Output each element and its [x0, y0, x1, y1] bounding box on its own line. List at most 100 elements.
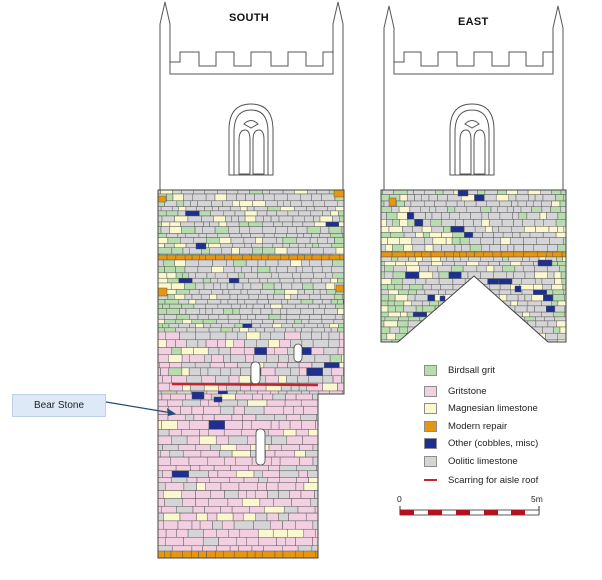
stone	[276, 537, 287, 547]
stone	[271, 435, 288, 445]
stone	[208, 498, 229, 507]
stone	[188, 456, 209, 466]
stone	[167, 414, 186, 421]
stone	[190, 200, 198, 207]
stone	[230, 367, 241, 377]
stone	[480, 237, 494, 245]
stone	[534, 305, 547, 313]
stone	[559, 326, 566, 334]
stone	[526, 200, 534, 207]
stone	[303, 528, 316, 538]
stone	[195, 498, 209, 507]
stone	[195, 490, 212, 499]
stone	[444, 316, 457, 322]
stone	[493, 265, 503, 273]
stone	[201, 215, 214, 223]
stone	[192, 193, 207, 202]
stone	[390, 278, 403, 285]
stone	[470, 332, 479, 341]
stone	[548, 226, 558, 233]
stone	[516, 332, 529, 341]
stone	[437, 194, 448, 202]
stone	[262, 470, 280, 478]
stone	[199, 210, 211, 217]
stone	[238, 215, 246, 223]
stone	[527, 190, 541, 195]
stone	[304, 289, 314, 295]
stone	[415, 305, 424, 313]
stone	[488, 219, 503, 227]
stone	[228, 435, 249, 445]
stone	[185, 259, 200, 267]
stone	[177, 210, 186, 217]
stone	[174, 294, 186, 300]
stone	[551, 200, 561, 207]
stone	[266, 347, 275, 356]
stone	[416, 289, 426, 295]
stone	[301, 200, 314, 207]
stone	[510, 300, 518, 307]
stone	[547, 320, 558, 328]
stone	[203, 221, 210, 227]
stone	[247, 289, 261, 295]
stone	[220, 393, 236, 401]
stone	[283, 405, 295, 415]
stone	[185, 414, 195, 421]
stone	[286, 435, 303, 445]
scale-segment	[428, 510, 442, 515]
stone	[553, 311, 566, 318]
stone	[266, 210, 277, 217]
stone	[523, 244, 534, 252]
stone	[293, 277, 302, 284]
stone	[226, 259, 234, 267]
stone	[403, 300, 412, 307]
east-tower-upper	[383, 5, 564, 190]
stone	[235, 456, 253, 466]
stone	[238, 277, 249, 284]
stone	[308, 319, 323, 325]
stone	[272, 243, 284, 248]
stone	[158, 190, 162, 195]
stone	[283, 429, 297, 437]
stone	[187, 528, 204, 538]
stone	[392, 265, 407, 273]
stone	[188, 367, 201, 377]
stone	[251, 243, 263, 248]
stone	[299, 456, 314, 466]
stone	[176, 506, 194, 514]
stone	[161, 393, 171, 401]
stone	[165, 528, 177, 538]
stone	[249, 190, 264, 195]
stone	[297, 243, 307, 248]
stone	[508, 339, 519, 342]
stone	[482, 232, 494, 238]
stone	[193, 237, 207, 244]
stone	[338, 331, 344, 341]
stone	[237, 294, 250, 300]
stone	[527, 300, 542, 307]
stone	[164, 299, 180, 305]
stone	[158, 277, 169, 284]
modern-repair-band-stone	[191, 254, 200, 261]
legend-label: Magnesian limestone	[448, 402, 538, 414]
stone	[180, 221, 195, 227]
stone	[320, 226, 330, 234]
stone	[323, 247, 337, 255]
stone	[282, 237, 297, 244]
stone	[310, 277, 322, 284]
stone	[295, 482, 305, 491]
stone	[498, 289, 512, 295]
stone	[286, 414, 301, 421]
stone	[316, 551, 336, 558]
stone	[189, 323, 196, 329]
stone	[194, 226, 204, 234]
stone	[193, 414, 204, 421]
stone	[195, 272, 208, 279]
modern-repair-band-stone	[295, 550, 304, 558]
modern-repair-band-stone	[483, 251, 494, 258]
stone	[468, 256, 481, 262]
stone	[272, 528, 288, 538]
stone	[220, 299, 229, 305]
stone	[501, 219, 514, 227]
stone	[341, 226, 344, 234]
